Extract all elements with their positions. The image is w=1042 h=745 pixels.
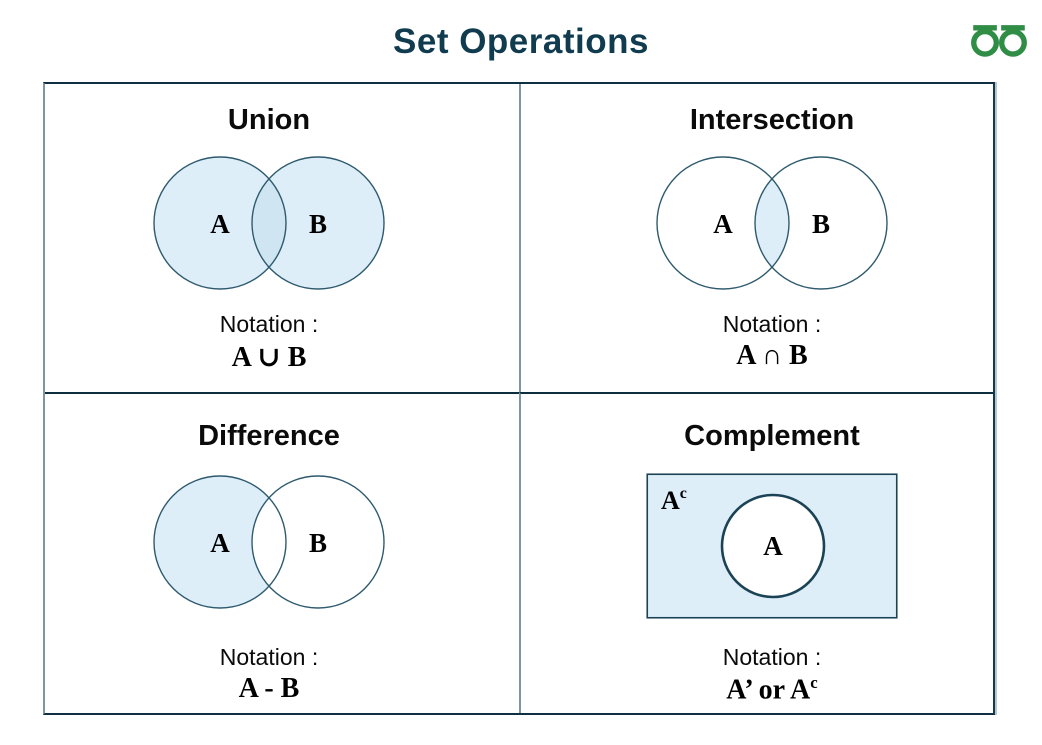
union-circle-a-outline [153,156,287,290]
difference-notation-value: A - B [238,673,300,704]
intersection-set-b-label: B [812,209,830,239]
geeksforgeeks-logo-icon [971,25,1027,57]
complement-title: Complement [684,420,860,452]
intersection-circle-b-fill [755,157,887,289]
complement-region-label: Ac [661,485,687,515]
union-notation: Notation : A ∪ B [220,311,318,374]
intersection-set-a-label: A [713,209,733,239]
intersection-circle-b-outline [754,156,888,290]
union-venn-diagram: A B [153,156,385,290]
union-title: Union [227,104,311,136]
complement-set-a-label: A [763,531,783,561]
complement-notation-label: Notation : [722,644,822,670]
logo-left-ring [971,28,999,57]
difference-circle-a-fill [154,476,286,608]
difference-set-b-label: B [309,528,327,558]
union-circle-b-fill [252,157,384,289]
union-set-a-label: A [210,209,230,239]
difference-circle-b-fill [252,476,384,608]
complement-circle-a [720,493,826,599]
intersection-circle-a-outline [656,156,790,290]
quadrant-intersection: Intersection A B Notation : A ∩ B [519,84,993,392]
difference-notation: Notation : A - B [220,644,318,705]
union-circle-a-fill [154,157,286,289]
complement-notation-value: A’ or Ac [726,673,818,706]
complement-notation: Notation : A’ or Ac [723,644,821,706]
logo-right-ring [999,28,1027,57]
union-circle-b-outline [251,156,385,290]
quadrant-complement: Complement Ac A Notation : A’ or Ac [519,392,993,713]
difference-notation-label: Notation : [219,644,319,670]
intersection-notation-label: Notation : [722,311,822,337]
intersection-title: Intersection [689,104,855,136]
union-set-b-label: B [309,209,327,239]
quadrant-union: Union A B Notation : A ∪ B [45,84,519,392]
page-title: Set Operations [393,22,649,61]
difference-title: Difference [198,420,340,452]
intersection-notation-value: A ∩ B [736,340,808,371]
complement-diagram: Ac A [646,473,898,619]
operations-grid: Union A B Notation : A ∪ B Intersection … [43,82,995,715]
intersection-venn-diagram: A B [656,156,888,290]
difference-circle-b-outline [251,475,385,609]
difference-venn-diagram: A B [153,475,385,609]
intersection-notation: Notation : A ∩ B [723,311,821,372]
union-notation-label: Notation : [219,311,319,337]
quadrant-difference: Difference A B Notation : A - B [45,392,519,713]
union-notation-value: A ∪ B [231,342,307,373]
difference-set-a-label: A [210,528,230,558]
intersection-circle-a-fill [657,157,789,289]
difference-circle-a-outline [153,475,287,609]
